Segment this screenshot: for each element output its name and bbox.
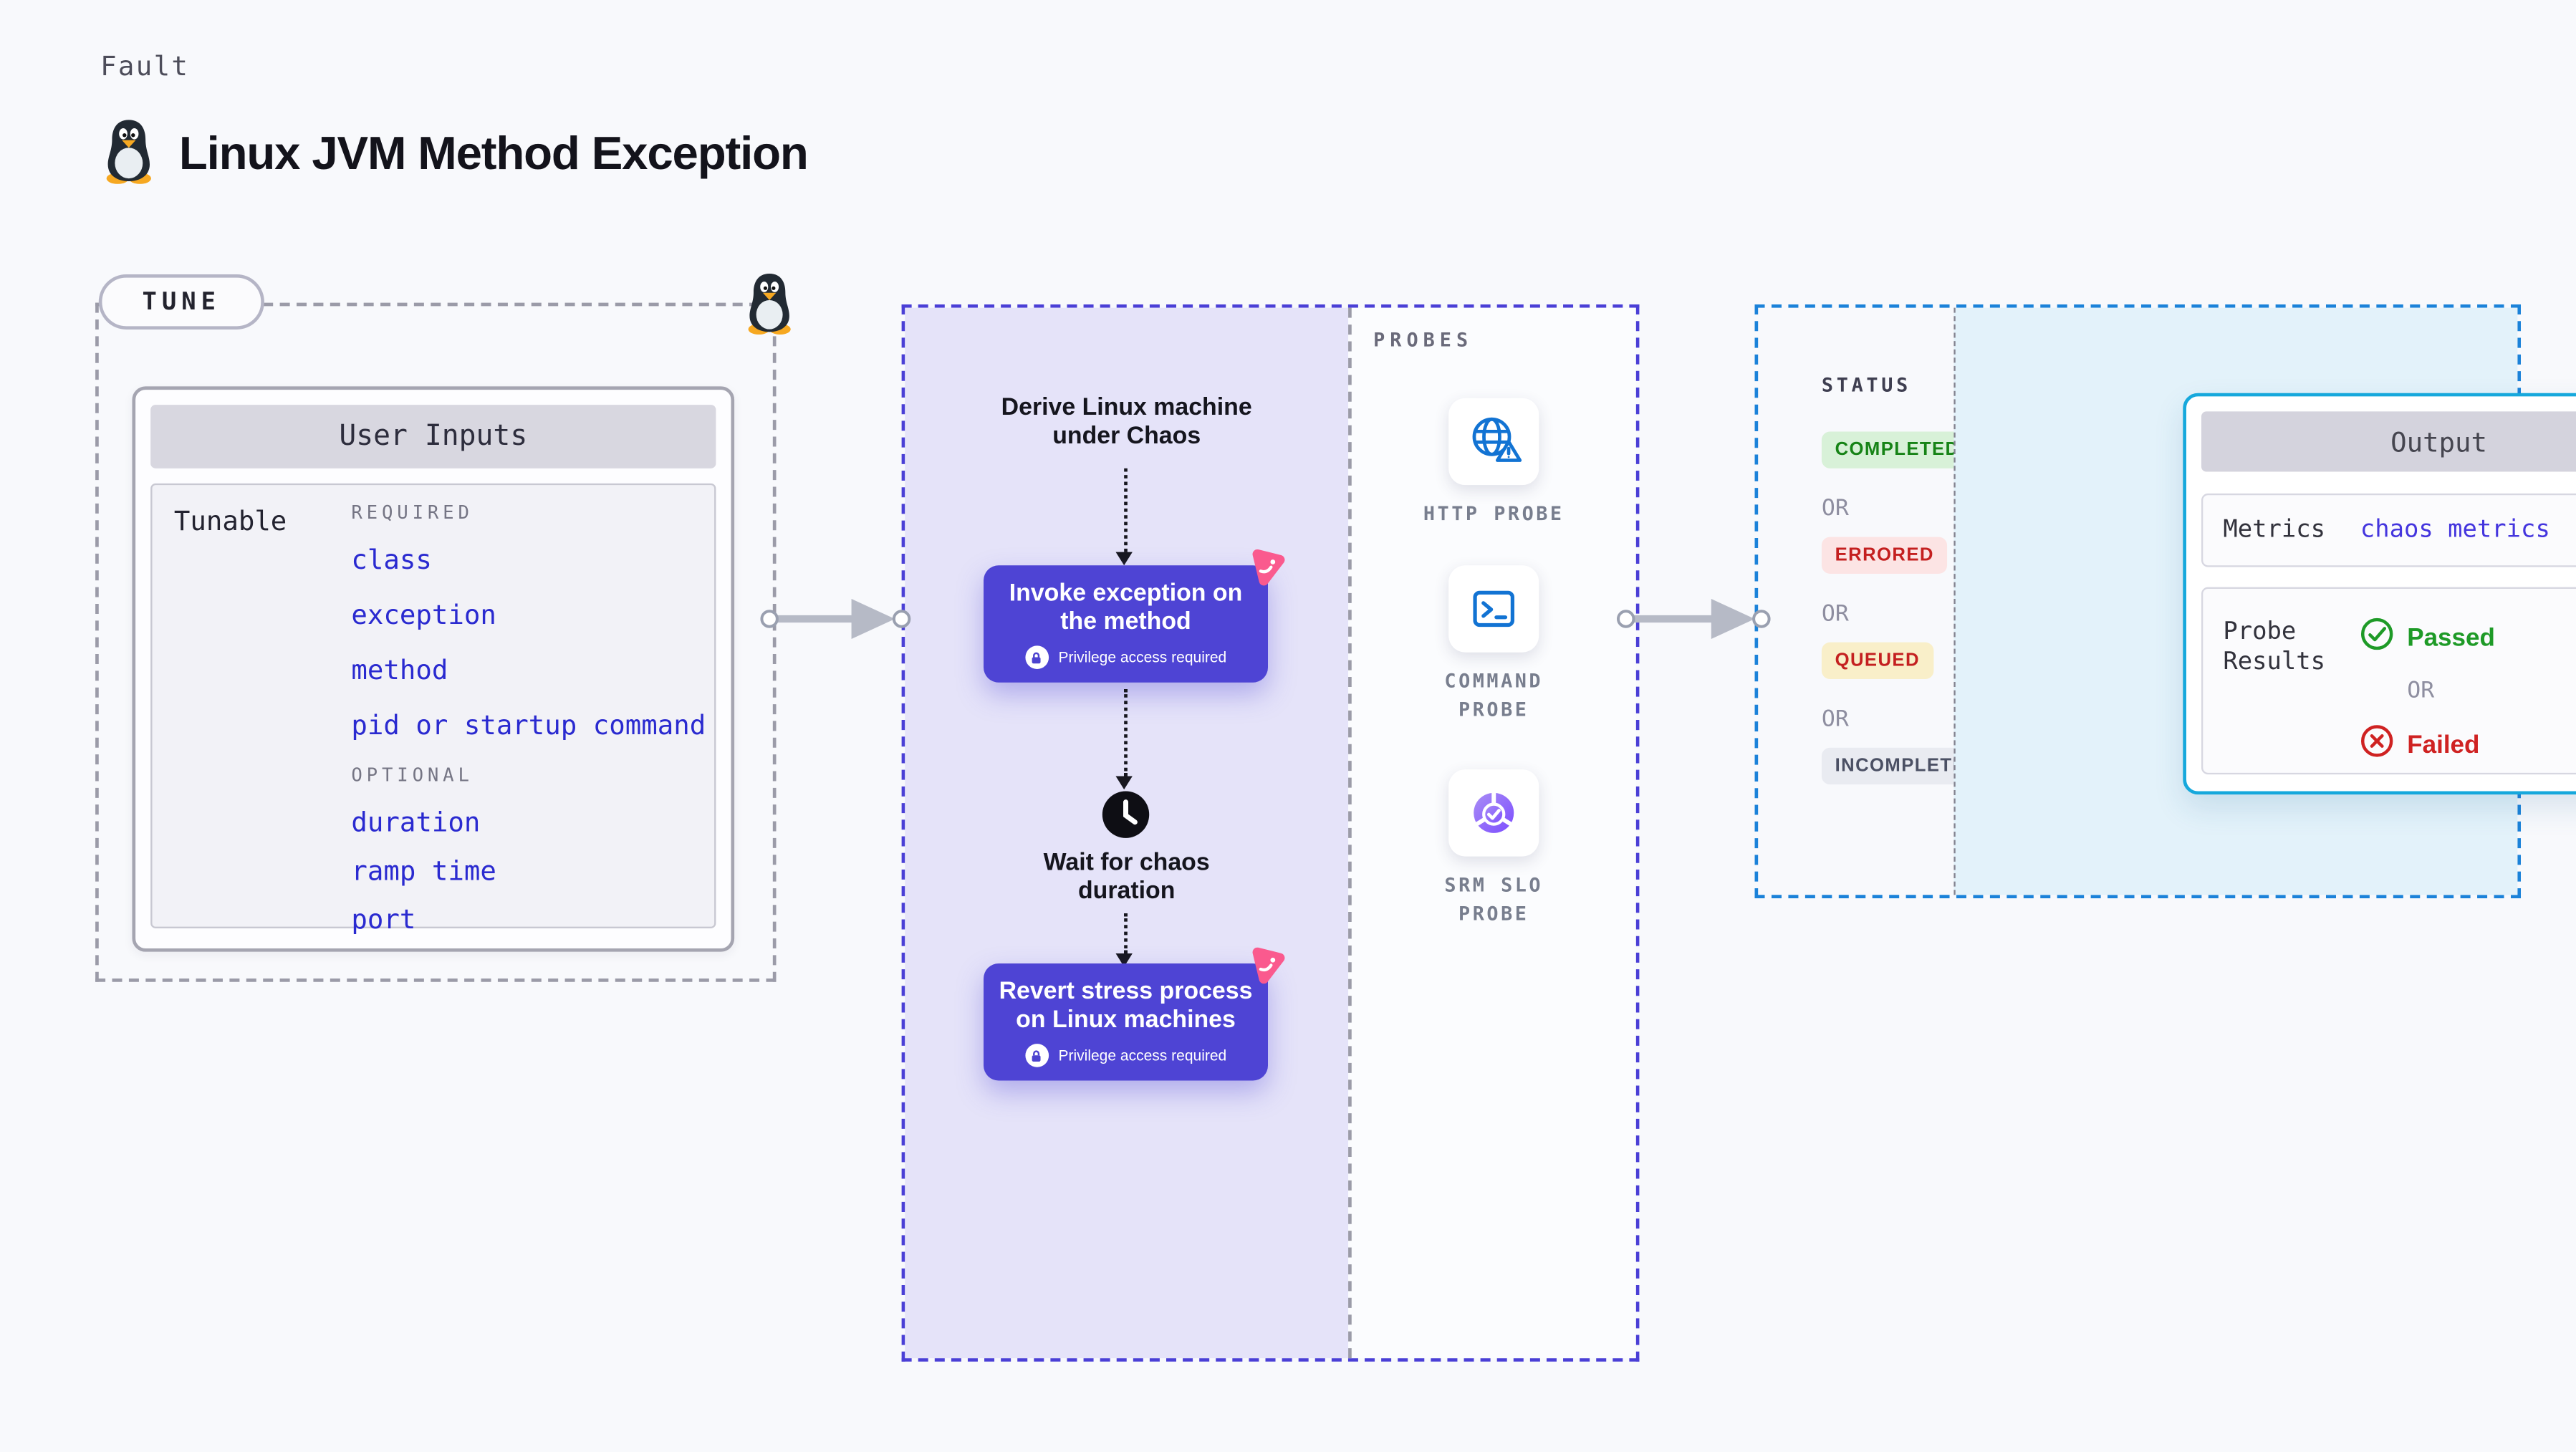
tunables-column: REQUIRED class exception method pid or s…: [351, 502, 706, 952]
execution-flow-panel: Derive Linux machine under Chaos Invoke …: [905, 307, 1349, 1359]
flow-arrow-down-1: [1116, 468, 1133, 566]
http-probe: HTTP PROBE: [1352, 398, 1636, 529]
flow-arrow-down-2: [1116, 689, 1133, 790]
or-separator: OR: [2407, 677, 2435, 705]
status-badge-errored: ERRORED: [1821, 537, 1948, 574]
tunable-item-duration[interactable]: duration: [351, 806, 481, 838]
probes-panel-label: PROBES: [1373, 327, 1474, 352]
execution-section-box: Derive Linux machine under Chaos Invoke …: [901, 304, 1640, 1362]
passed-outcome: Passed: [2360, 617, 2495, 658]
metrics-row: Metrics chaos metrics: [2201, 493, 2576, 567]
srm-slo-probe: SRM SLO PROBE: [1352, 769, 1636, 928]
tunable-row-label: Tunable: [173, 505, 287, 537]
or-separator: OR: [1821, 706, 1849, 733]
x-circle-icon: [2360, 724, 2394, 764]
privilege-label: Privilege access required: [1058, 1047, 1227, 1064]
linux-penguin-icon-small: [743, 271, 797, 341]
slo-gauge-icon: [1448, 769, 1539, 857]
globe-alert-icon: [1448, 398, 1539, 486]
privilege-row: Privilege access required: [997, 1044, 1255, 1067]
optional-group-label: OPTIONAL: [351, 764, 474, 787]
wait-step-text: Wait for chaos duration: [1043, 850, 1210, 905]
tunable-item-method[interactable]: method: [351, 654, 448, 686]
probes-panel: PROBES HTTP PROBE: [1348, 307, 1636, 1359]
tunable-item-class[interactable]: class: [351, 543, 432, 576]
output-card: Output Metrics chaos metrics Probe Resul…: [2183, 393, 2576, 795]
clock-icon: [1100, 789, 1150, 840]
chaos-fault-icon: [1244, 945, 1286, 986]
metrics-label: Metrics: [2223, 516, 2326, 544]
status-badge-queued: QUEUED: [1821, 642, 1933, 680]
command-probe: COMMAND PROBE: [1352, 565, 1636, 724]
lock-icon: [1024, 1044, 1049, 1067]
page-title-row: Linux JVM Method Exception: [100, 117, 809, 191]
user-inputs-card: User Inputs Tunable REQUIRED class excep…: [132, 386, 735, 952]
failed-outcome: Failed: [2360, 724, 2495, 764]
or-separator: OR: [1821, 600, 1849, 628]
lock-icon: [1024, 645, 1049, 670]
tunable-item-port[interactable]: port: [351, 903, 416, 936]
invoke-exception-step: Invoke exception on the method Privilege…: [984, 549, 1285, 683]
passed-label: Passed: [2407, 622, 2495, 652]
page-title: Linux JVM Method Exception: [178, 127, 809, 179]
tune-section-box: [95, 302, 777, 982]
failed-label: Failed: [2407, 730, 2480, 759]
tunable-item-pid[interactable]: pid or startup command: [351, 709, 706, 741]
execution-to-result-arrow: [1616, 594, 1773, 650]
result-section-box: STATUS COMPLETED OR ERRORED OR QUEUED OR…: [1754, 304, 2576, 898]
revert-stress-label: Revert stress process on Linux machines: [999, 979, 1253, 1034]
privilege-label: Privilege access required: [1058, 649, 1227, 666]
srm-slo-probe-label: SRM SLO PROBE: [1444, 872, 1544, 925]
user-inputs-body: Tunable REQUIRED class exception method …: [150, 483, 716, 935]
revert-stress-step: Revert stress process on Linux machines …: [984, 947, 1285, 1081]
probe-results-row: Probe Results Passed OR: [2201, 587, 2576, 775]
flow-arrow-down-3: [1116, 913, 1133, 967]
chaos-metrics-link[interactable]: chaos metrics: [2360, 516, 2550, 544]
http-probe-label: HTTP PROBE: [1423, 501, 1565, 526]
chaos-fault-icon: [1244, 547, 1286, 589]
or-separator: OR: [1821, 495, 1849, 522]
required-group-label: REQUIRED: [351, 501, 474, 524]
terminal-icon: [1448, 565, 1539, 653]
status-column: STATUS COMPLETED OR ERRORED OR QUEUED OR…: [1758, 308, 1994, 895]
user-inputs-header: User Inputs: [150, 405, 716, 468]
fault-kicker: Fault: [100, 50, 190, 82]
privilege-row: Privilege access required: [997, 645, 1255, 670]
tunable-item-ramp-time[interactable]: ramp time: [351, 855, 496, 887]
invoke-exception-label: Invoke exception on the method: [1009, 580, 1243, 636]
probe-results-label: Probe Results: [2223, 618, 2326, 676]
probe-outcomes: Passed OR Failed: [2360, 617, 2495, 773]
status-title: STATUS: [1821, 372, 1911, 397]
command-probe-label: COMMAND PROBE: [1444, 669, 1544, 721]
tune-to-execution-arrow: [759, 594, 913, 650]
result-output-panel: Output Metrics chaos metrics Probe Resul…: [1953, 307, 2576, 895]
output-card-header: Output: [2201, 411, 2576, 472]
check-circle-icon: [2360, 617, 2394, 658]
tune-section-pill: TUNE: [98, 274, 264, 330]
status-badge-completed: COMPLETED: [1821, 431, 1974, 468]
tunable-item-exception[interactable]: exception: [351, 598, 496, 631]
derive-step-text: Derive Linux machine under Chaos: [1001, 395, 1252, 451]
linux-penguin-icon: [100, 117, 157, 191]
